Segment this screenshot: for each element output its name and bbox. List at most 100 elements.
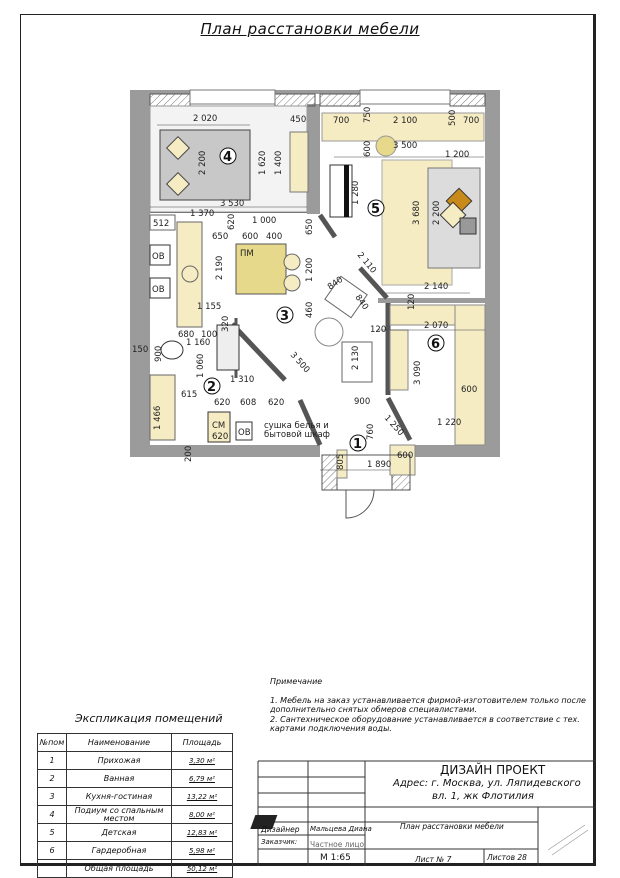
dimension-label: 600 [363,141,373,157]
designer-name: Мальцева Диана [310,825,372,833]
sofa-small [341,341,373,383]
dimension-label: 1 400 [274,151,284,175]
room-name: Гардеробная [66,841,172,860]
dimension-label: 3 500 [393,141,417,151]
dimension-label: 460 [305,302,315,318]
tv-stand [289,131,309,193]
dimension-label: 700 [333,116,349,126]
address-line-2: вл. 1, жк Флотилия [432,791,534,802]
notes-heading: Примечание [270,677,323,686]
vestibule [321,454,411,491]
room-area: 3,30 м² [171,751,233,770]
dimension-label: 500 [448,110,458,126]
sheet-count: Листов 28 [487,853,527,862]
toilet [160,340,184,360]
label-ov: ОВ [238,428,251,438]
room-area: 13,22 м² [171,787,233,806]
bar-stool [283,253,301,271]
dimension-label: 3 090 [413,361,423,385]
note-item: 1. Мебель на заказ устанавливается фирмо… [270,695,586,715]
label-sm: СМ [212,421,225,431]
entrance-door[interactable] [345,489,375,519]
dimension-label: 2 130 [351,346,361,370]
dimension-label: 1 370 [190,209,214,219]
pouf [375,135,397,157]
dimension-label: 600 [242,232,258,242]
explication-title: Экспликация помещений [75,712,223,725]
project-title: ДИЗАЙН ПРОЕКТ [440,763,546,777]
dimension-label: 2 200 [432,201,442,225]
dimension-label: 3 680 [412,201,422,225]
room-name: Кухня-гостиная [66,787,172,806]
dimension-label: 512 [153,219,169,229]
table-header: №пом Наименование Площадь [37,733,233,752]
room-area: 12,83 м² [171,823,233,842]
room-name: Подиум со спальным местом [66,805,172,824]
kitchen-island [235,243,287,295]
dimension-label: 680 [178,330,194,340]
sheet-title: План расстановки мебели [400,822,504,831]
dimension-label: 2 190 [215,256,225,280]
room-number: 1 [37,751,67,770]
total-area: 50,12 м² [171,859,233,878]
bar-stool [283,274,301,292]
pillow [165,171,191,197]
dimension-label: 1 155 [197,302,221,312]
dimension-label: 1 000 [252,216,276,226]
room-number: 5 [371,202,380,217]
client-name: Частное лицо [310,840,365,849]
cushion [439,201,467,229]
room-name: Детская [66,823,172,842]
label-ov: ОВ [152,252,165,262]
pillow [165,135,191,161]
company-logo [250,815,589,856]
dimension-label: 3 530 [220,199,244,209]
dimension-label: 2 100 [393,116,417,126]
dimension-label: 400 [266,232,282,242]
dimension-label: 620 [268,398,284,408]
dimension-label: 320 [221,316,231,332]
dimension-label: 900 [354,397,370,407]
dimension-label: 600 [397,451,413,461]
ov-unit [149,244,171,266]
dimension-label: 615 [181,390,197,400]
dimension-label: 2 200 [198,151,208,175]
ov-unit [235,421,253,441]
dimension-label: 760 [366,424,376,440]
label-ov: ОВ [152,285,165,295]
dimension-label: 620 [227,214,237,230]
dimension-label: 1 620 [258,151,268,175]
room-number: 6 [431,337,440,352]
window [189,89,276,105]
room-number: 5 [37,823,67,842]
dimension-label: 1 160 [186,338,210,348]
dimension-label: 900 [154,346,164,362]
client-label: Заказчик: [261,838,298,846]
cabinet [149,214,176,231]
shower [216,324,240,371]
dimension-label: 650 [212,232,228,242]
room-number: 2 [207,380,216,395]
kitchen-counter [176,221,203,328]
cushion [459,217,477,235]
room-number: 1 [353,437,362,452]
dimension-label: 1 200 [305,258,315,282]
room-number: 3 [280,309,289,324]
sink-icon [181,265,199,283]
dimension-label: 608 [240,398,256,408]
room-name: Прихожая [66,751,172,770]
room-number: 3 [37,787,67,806]
dimension-label: 1 060 [196,354,206,378]
armchair [324,275,368,319]
room-number: 6 [37,841,67,860]
window-sill-furniture [321,112,485,142]
label-dryer: сушка белья и [264,421,329,431]
dimension-label: 1 200 [445,150,469,160]
